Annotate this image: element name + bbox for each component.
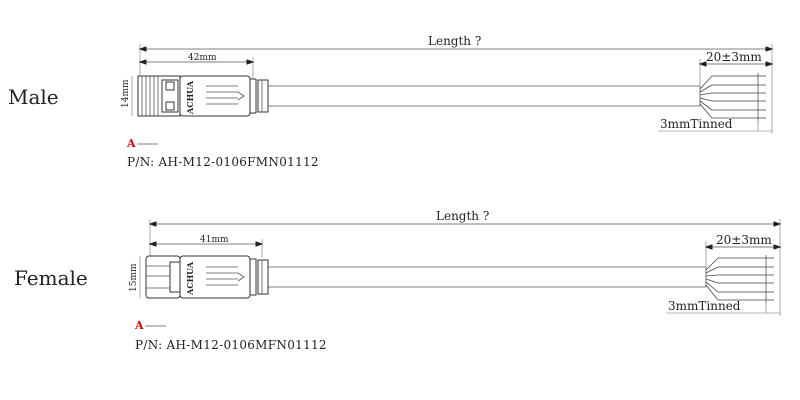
male-part-number: P/N: AH-M12-0106FMN01112	[127, 155, 319, 169]
male-arrow-mark	[237, 91, 245, 101]
female-connector: ACHUA	[145, 255, 269, 299]
female-length-arrow-left	[148, 221, 157, 227]
female-length-arrow-right	[773, 221, 782, 227]
male-nut-window-top	[165, 81, 175, 91]
female-strip-arrow-left	[704, 244, 713, 250]
male-wire	[699, 97, 766, 102]
female-wire	[705, 278, 774, 284]
female-label: Female	[14, 266, 88, 290]
male-strip-arrow-right	[765, 61, 774, 67]
male-strip-length: 20±3mm	[706, 50, 762, 64]
male-wire	[699, 103, 766, 119]
male-wires	[699, 73, 766, 121]
female-strip-length: 20±3mm	[716, 233, 772, 247]
male-connector-arrow-left	[138, 59, 147, 65]
female-grip-lines	[206, 266, 238, 286]
male-wire	[699, 84, 766, 93]
female-tinned-label: 3mmTinned	[668, 299, 741, 313]
female-wire	[705, 284, 774, 301]
female-length-label: Length ?	[436, 209, 489, 223]
female-arrow-mark	[237, 272, 245, 282]
male-length-arrow-right	[765, 46, 774, 52]
female-strain-relief-1	[249, 258, 257, 296]
male-wire	[699, 92, 766, 96]
male-logo: ACHUA	[185, 80, 195, 115]
female-wire	[705, 266, 774, 274]
female-connector-arrow-left	[148, 241, 157, 247]
male-strain-relief-2	[257, 79, 269, 113]
female-wires	[705, 255, 774, 303]
female-strip-arrow-right	[773, 244, 782, 250]
male-assembly: Male Length ? 42mm 14mm ACHUA	[8, 34, 774, 169]
male-strip-arrow-left	[698, 61, 707, 67]
male-wire	[699, 75, 766, 90]
male-diameter: 14mm	[121, 79, 131, 108]
female-wire	[705, 257, 774, 271]
female-strain-relief-2	[257, 259, 269, 295]
male-thread-lines	[141, 76, 159, 116]
female-assembly: Female Length ? 41mm 15mm ACHUA	[14, 209, 782, 352]
male-length-label: Length ?	[428, 34, 481, 48]
female-part-number: P/N: AH-M12-0106MFN01112	[135, 338, 327, 352]
male-tinned-label: 3mmTinned	[660, 117, 733, 131]
female-diameter: 15mm	[129, 263, 139, 292]
male-strain-relief-1	[249, 78, 257, 114]
female-wire	[705, 281, 774, 293]
male-nut-window-bottom	[165, 101, 175, 111]
female-wire	[705, 274, 774, 277]
female-logo: ACHUA	[185, 261, 195, 296]
male-connector-arrow-right	[246, 59, 255, 65]
female-revision: A	[134, 319, 144, 332]
male-label: Male	[8, 85, 59, 109]
male-connector-length: 42mm	[188, 53, 217, 63]
male-grip-lines	[206, 85, 238, 105]
male-length-arrow-left	[138, 46, 147, 52]
female-nut-collar	[169, 261, 181, 293]
male-connector: ACHUA	[137, 75, 269, 117]
female-connector-length: 41mm	[200, 235, 229, 245]
male-revision: A	[126, 137, 136, 150]
female-connector-arrow-right	[255, 241, 264, 247]
male-wire	[699, 100, 766, 111]
